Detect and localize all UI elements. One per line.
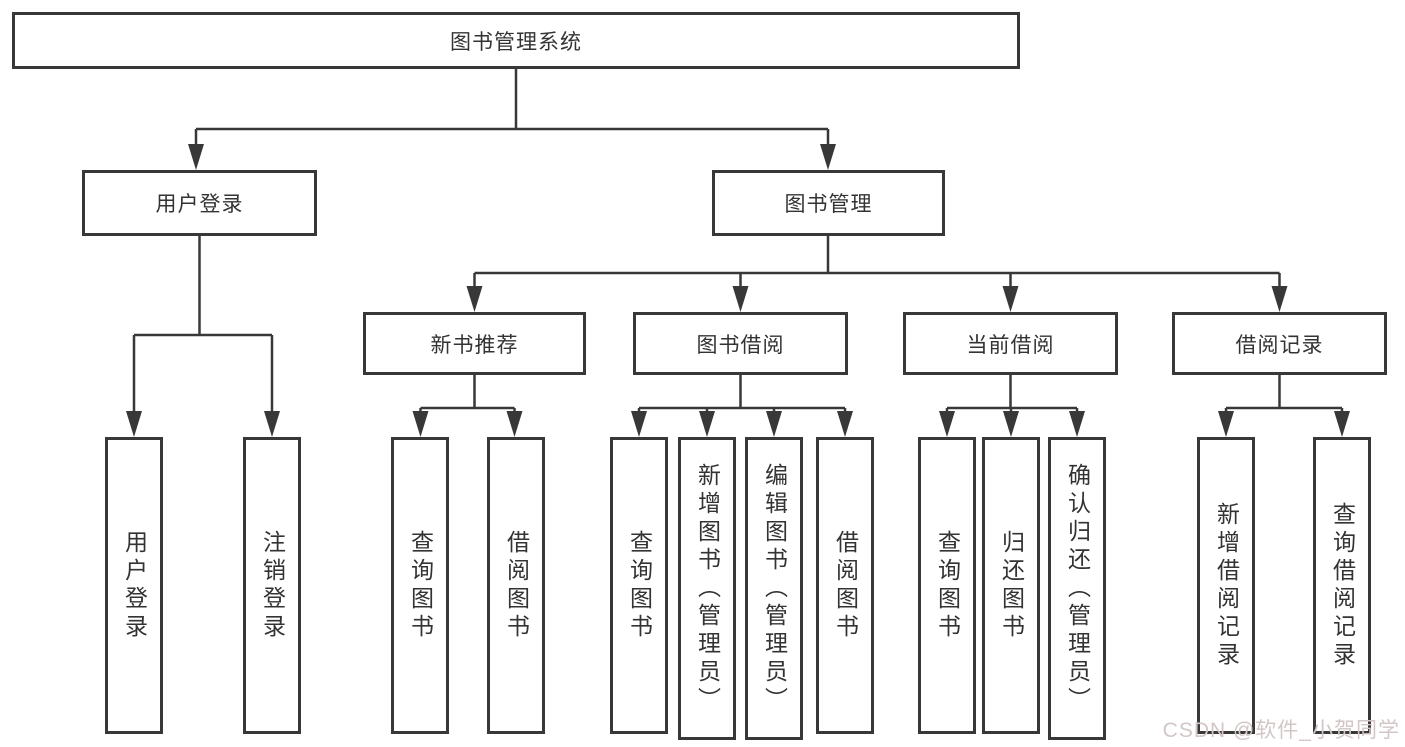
- leaf-add-books-admin: 新增图书（管理员）: [678, 437, 736, 740]
- leaf-edit-books-admin: 编辑图书（管理员）: [745, 437, 803, 740]
- leaf-user-login: 用户登录: [105, 437, 163, 734]
- arrowhead-icon: [1334, 411, 1350, 437]
- arrowhead-icon: [466, 286, 483, 312]
- arrowhead-icon: [264, 411, 280, 437]
- arrowhead-icon: [732, 286, 749, 312]
- arrowhead-icon: [939, 411, 955, 437]
- connector-current-borrow-branch: [945, 375, 1079, 413]
- node-root-system: 图书管理系统: [12, 12, 1020, 69]
- leaf-confirm-return-admin: 确认归还（管理员）: [1048, 437, 1106, 740]
- arrowhead-icon: [1003, 411, 1019, 437]
- node-book-borrow: 图书借阅: [633, 312, 848, 375]
- csdn-watermark: CSDN @软件_小贺同学: [1162, 719, 1400, 742]
- connector-new-book-branch: [419, 375, 516, 413]
- arrowhead-icon: [1069, 411, 1085, 437]
- leaf-query-books-borrow: 查询图书: [610, 437, 668, 734]
- node-user-login: 用户登录: [82, 170, 317, 236]
- arrowhead-icon: [1271, 286, 1288, 312]
- arrowhead-icon: [631, 411, 647, 437]
- node-borrow-records: 借阅记录: [1172, 312, 1387, 375]
- node-current-borrow: 当前借阅: [903, 312, 1118, 375]
- connector-lines: [132, 69, 1344, 413]
- arrowhead-icon: [1218, 411, 1234, 437]
- arrowhead-icon: [1002, 286, 1019, 312]
- arrowhead-icon: [820, 144, 836, 170]
- connector-book-mgmt-branch: [473, 236, 1281, 288]
- arrowhead-icon: [188, 144, 204, 170]
- arrowhead-icon: [837, 411, 853, 437]
- arrowhead-icon: [506, 411, 523, 437]
- leaf-query-books-recommend: 查询图书: [391, 437, 449, 734]
- arrowhead-icon: [766, 411, 782, 437]
- leaf-borrow-books: 借阅图书: [816, 437, 874, 734]
- connector-borrow-records-branch: [1224, 375, 1344, 413]
- connector-user-login-branch: [132, 236, 274, 413]
- node-book-management: 图书管理: [712, 170, 945, 236]
- node-new-book-recommend: 新书推荐: [363, 312, 586, 375]
- leaf-query-borrow-record: 查询借阅记录: [1313, 437, 1371, 734]
- leaf-logout: 注销登录: [243, 437, 301, 734]
- arrowhead-icon: [126, 411, 142, 437]
- leaf-return-books: 归还图书: [982, 437, 1040, 734]
- connector-arrowheads: [126, 144, 1350, 437]
- leaf-borrow-books-recommend: 借阅图书: [487, 437, 545, 734]
- arrowhead-icon: [699, 411, 715, 437]
- connector-root-to-level2: [194, 69, 830, 146]
- connector-book-borrow-branch: [637, 375, 847, 413]
- arrowhead-icon: [412, 411, 429, 437]
- leaf-add-borrow-record: 新增借阅记录: [1197, 437, 1255, 734]
- leaf-query-books-current: 查询图书: [918, 437, 976, 734]
